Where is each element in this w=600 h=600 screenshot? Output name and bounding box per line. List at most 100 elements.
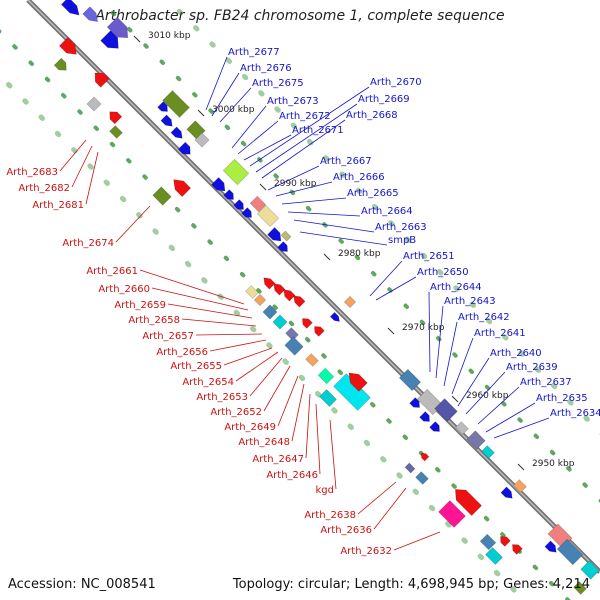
leader-reverse-3 <box>115 205 151 243</box>
leader-forward-3 <box>231 105 267 149</box>
leader-forward-0 <box>205 56 228 111</box>
leader-forward-11 <box>281 197 347 205</box>
scale-tick-mark-1 <box>197 109 205 117</box>
leader-forward-16 <box>375 276 417 301</box>
leader-forward-21 <box>457 357 490 407</box>
leader-reverse-12 <box>249 357 283 397</box>
gene-feature-41 <box>305 353 319 367</box>
gene-feature-32 <box>293 295 306 308</box>
gene-feature-5 <box>53 57 67 71</box>
gene-label-reverse-9: Arth_2656 <box>156 347 208 358</box>
gene-feature-6 <box>94 72 110 88</box>
guide-track-0 <box>0 72 528 600</box>
scale-tick-mark-6 <box>517 463 525 471</box>
gene-label-reverse-14: Arth_2649 <box>224 422 276 433</box>
gene-feature-1 <box>82 6 99 23</box>
gene-label-forward-22: Arth_2639 <box>506 362 558 373</box>
gene-label-reverse-3: Arth_2674 <box>62 238 114 249</box>
gene-feature-51 <box>409 397 420 408</box>
leader-reverse-9 <box>209 339 267 352</box>
gene-feature-12 <box>160 114 173 127</box>
gene-feature-61 <box>415 471 429 485</box>
gene-feature-11 <box>157 101 168 112</box>
leader-forward-24 <box>485 402 536 433</box>
gene-label-forward-16: Arth_2650 <box>417 267 469 278</box>
leader-reverse-10 <box>223 347 273 366</box>
gene-feature-40 <box>314 326 325 337</box>
gene-label-forward-11: Arth_2665 <box>347 188 399 199</box>
gene-label-reverse-1: Arth_2682 <box>18 183 70 194</box>
gene-feature-44 <box>333 373 371 411</box>
map-title: Arthrobacter sp. FB24 chromosome 1, comp… <box>95 8 505 24</box>
gene-feature-70 <box>544 540 557 553</box>
gene-label-forward-13: Arth_2663 <box>375 222 427 233</box>
scale-tick-label-5: 2960 kbp <box>466 391 509 401</box>
gene-label-forward-7: Arth_2669 <box>358 94 410 105</box>
leader-forward-23 <box>477 386 520 425</box>
scale-tick-mark-0 <box>133 35 141 43</box>
gene-features <box>53 0 600 595</box>
gene-feature-13 <box>170 126 183 139</box>
gene-feature-56 <box>481 445 495 459</box>
gene-feature-28 <box>173 179 192 198</box>
leader-reverse-14 <box>277 375 299 427</box>
gene-feature-18 <box>211 177 226 192</box>
scale-tick-label-3: 2980 kbp <box>338 249 381 259</box>
gene-label-forward-23: Arth_2637 <box>520 377 572 388</box>
leader-forward-4 <box>237 120 279 155</box>
gene-feature-69 <box>556 538 584 566</box>
scale-tick-label-6: 2950 kbp <box>532 459 575 469</box>
gene-feature-0 <box>60 0 80 16</box>
gene-label-reverse-16: Arth_2647 <box>252 454 304 465</box>
leader-reverse-18 <box>329 419 337 490</box>
leader-forward-9 <box>267 165 320 191</box>
gene-label-forward-10: Arth_2666 <box>333 172 385 183</box>
scale-tick-mark-5 <box>451 395 459 403</box>
gene-feature-42 <box>317 367 335 385</box>
gene-label-forward-15: Arth_2651 <box>403 251 455 262</box>
gene-feature-19 <box>223 189 234 200</box>
gene-label-forward-4: Arth_2672 <box>279 111 331 122</box>
leader-forward-13 <box>293 219 375 233</box>
gene-feature-63 <box>438 500 466 528</box>
gene-label-forward-3: Arth_2673 <box>267 96 319 107</box>
leader-forward-22 <box>465 371 506 415</box>
gene-feature-29 <box>263 277 276 290</box>
gene-label-forward-24: Arth_2635 <box>536 393 588 404</box>
gene-feature-4 <box>58 36 77 55</box>
gene-label-reverse-8: Arth_2657 <box>142 331 194 342</box>
guide-track-2 <box>97 0 600 503</box>
gene-feature-67 <box>512 544 523 555</box>
leader-reverse-21 <box>393 531 441 551</box>
gene-feature-3 <box>106 16 129 39</box>
gene-feature-48 <box>398 368 422 392</box>
leader-forward-1 <box>211 72 240 117</box>
gene-feature-52 <box>419 411 430 422</box>
gene-label-forward-17: Arth_2644 <box>430 282 482 293</box>
topology-text: Topology: circular; Length: 4,698,945 bp… <box>232 577 590 592</box>
gene-label-forward-9: Arth_2667 <box>320 156 372 167</box>
leader-forward-2 <box>219 87 252 123</box>
gene-label-reverse-10: Arth_2655 <box>170 361 222 372</box>
scale-tick-mark-2 <box>259 183 267 191</box>
gene-feature-34 <box>253 293 267 307</box>
gene-feature-71 <box>580 560 600 580</box>
gene-label-forward-25: Arth_2634 <box>550 408 600 419</box>
gene-label-reverse-0: Arth_2683 <box>6 167 58 178</box>
scale-tick-label-2: 2990 kbp <box>274 179 317 189</box>
gene-feature-30 <box>273 283 286 296</box>
gene-label-reverse-13: Arth_2652 <box>210 407 262 418</box>
gene-feature-24 <box>267 227 282 242</box>
gene-label-reverse-11: Arth_2654 <box>182 377 234 388</box>
chromosome-backbone <box>26 0 600 574</box>
gene-label-reverse-4: Arth_2661 <box>86 266 138 277</box>
gene-feature-33 <box>245 285 259 299</box>
leader-reverse-5 <box>151 287 249 311</box>
leader-forward-20 <box>451 337 474 395</box>
scale-tick-label-4: 2970 kbp <box>402 323 445 333</box>
scale-tick-mark-3 <box>323 253 331 261</box>
gene-label-reverse-6: Arth_2659 <box>114 300 166 311</box>
gene-feature-8 <box>109 111 123 125</box>
gene-feature-21 <box>241 207 252 218</box>
